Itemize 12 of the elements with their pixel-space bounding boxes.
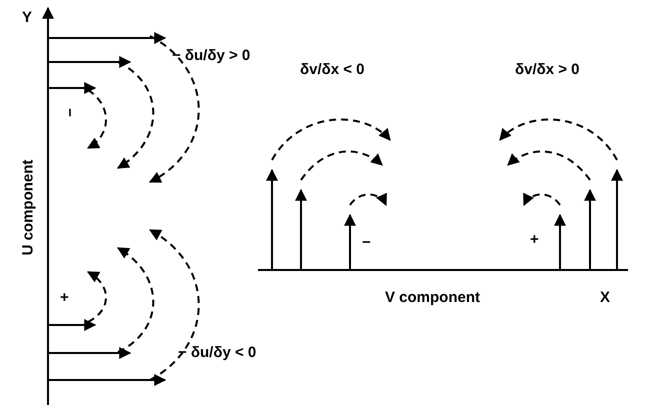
formula: − δu/δy < 0 [178, 345, 256, 360]
axis-label: Y [22, 10, 32, 25]
formula: δv/δx < 0 [300, 62, 364, 77]
axis-title: V component [385, 290, 480, 305]
axis-label: X [600, 290, 610, 305]
sign-label: + [60, 290, 69, 305]
formula: − δu/δy > 0 [172, 48, 250, 63]
sign-label: − [362, 235, 371, 250]
formula: δv/δx > 0 [515, 62, 580, 77]
sign-label: + [530, 232, 539, 247]
sign-label: − [62, 108, 77, 117]
axis-title: U component [20, 160, 36, 256]
